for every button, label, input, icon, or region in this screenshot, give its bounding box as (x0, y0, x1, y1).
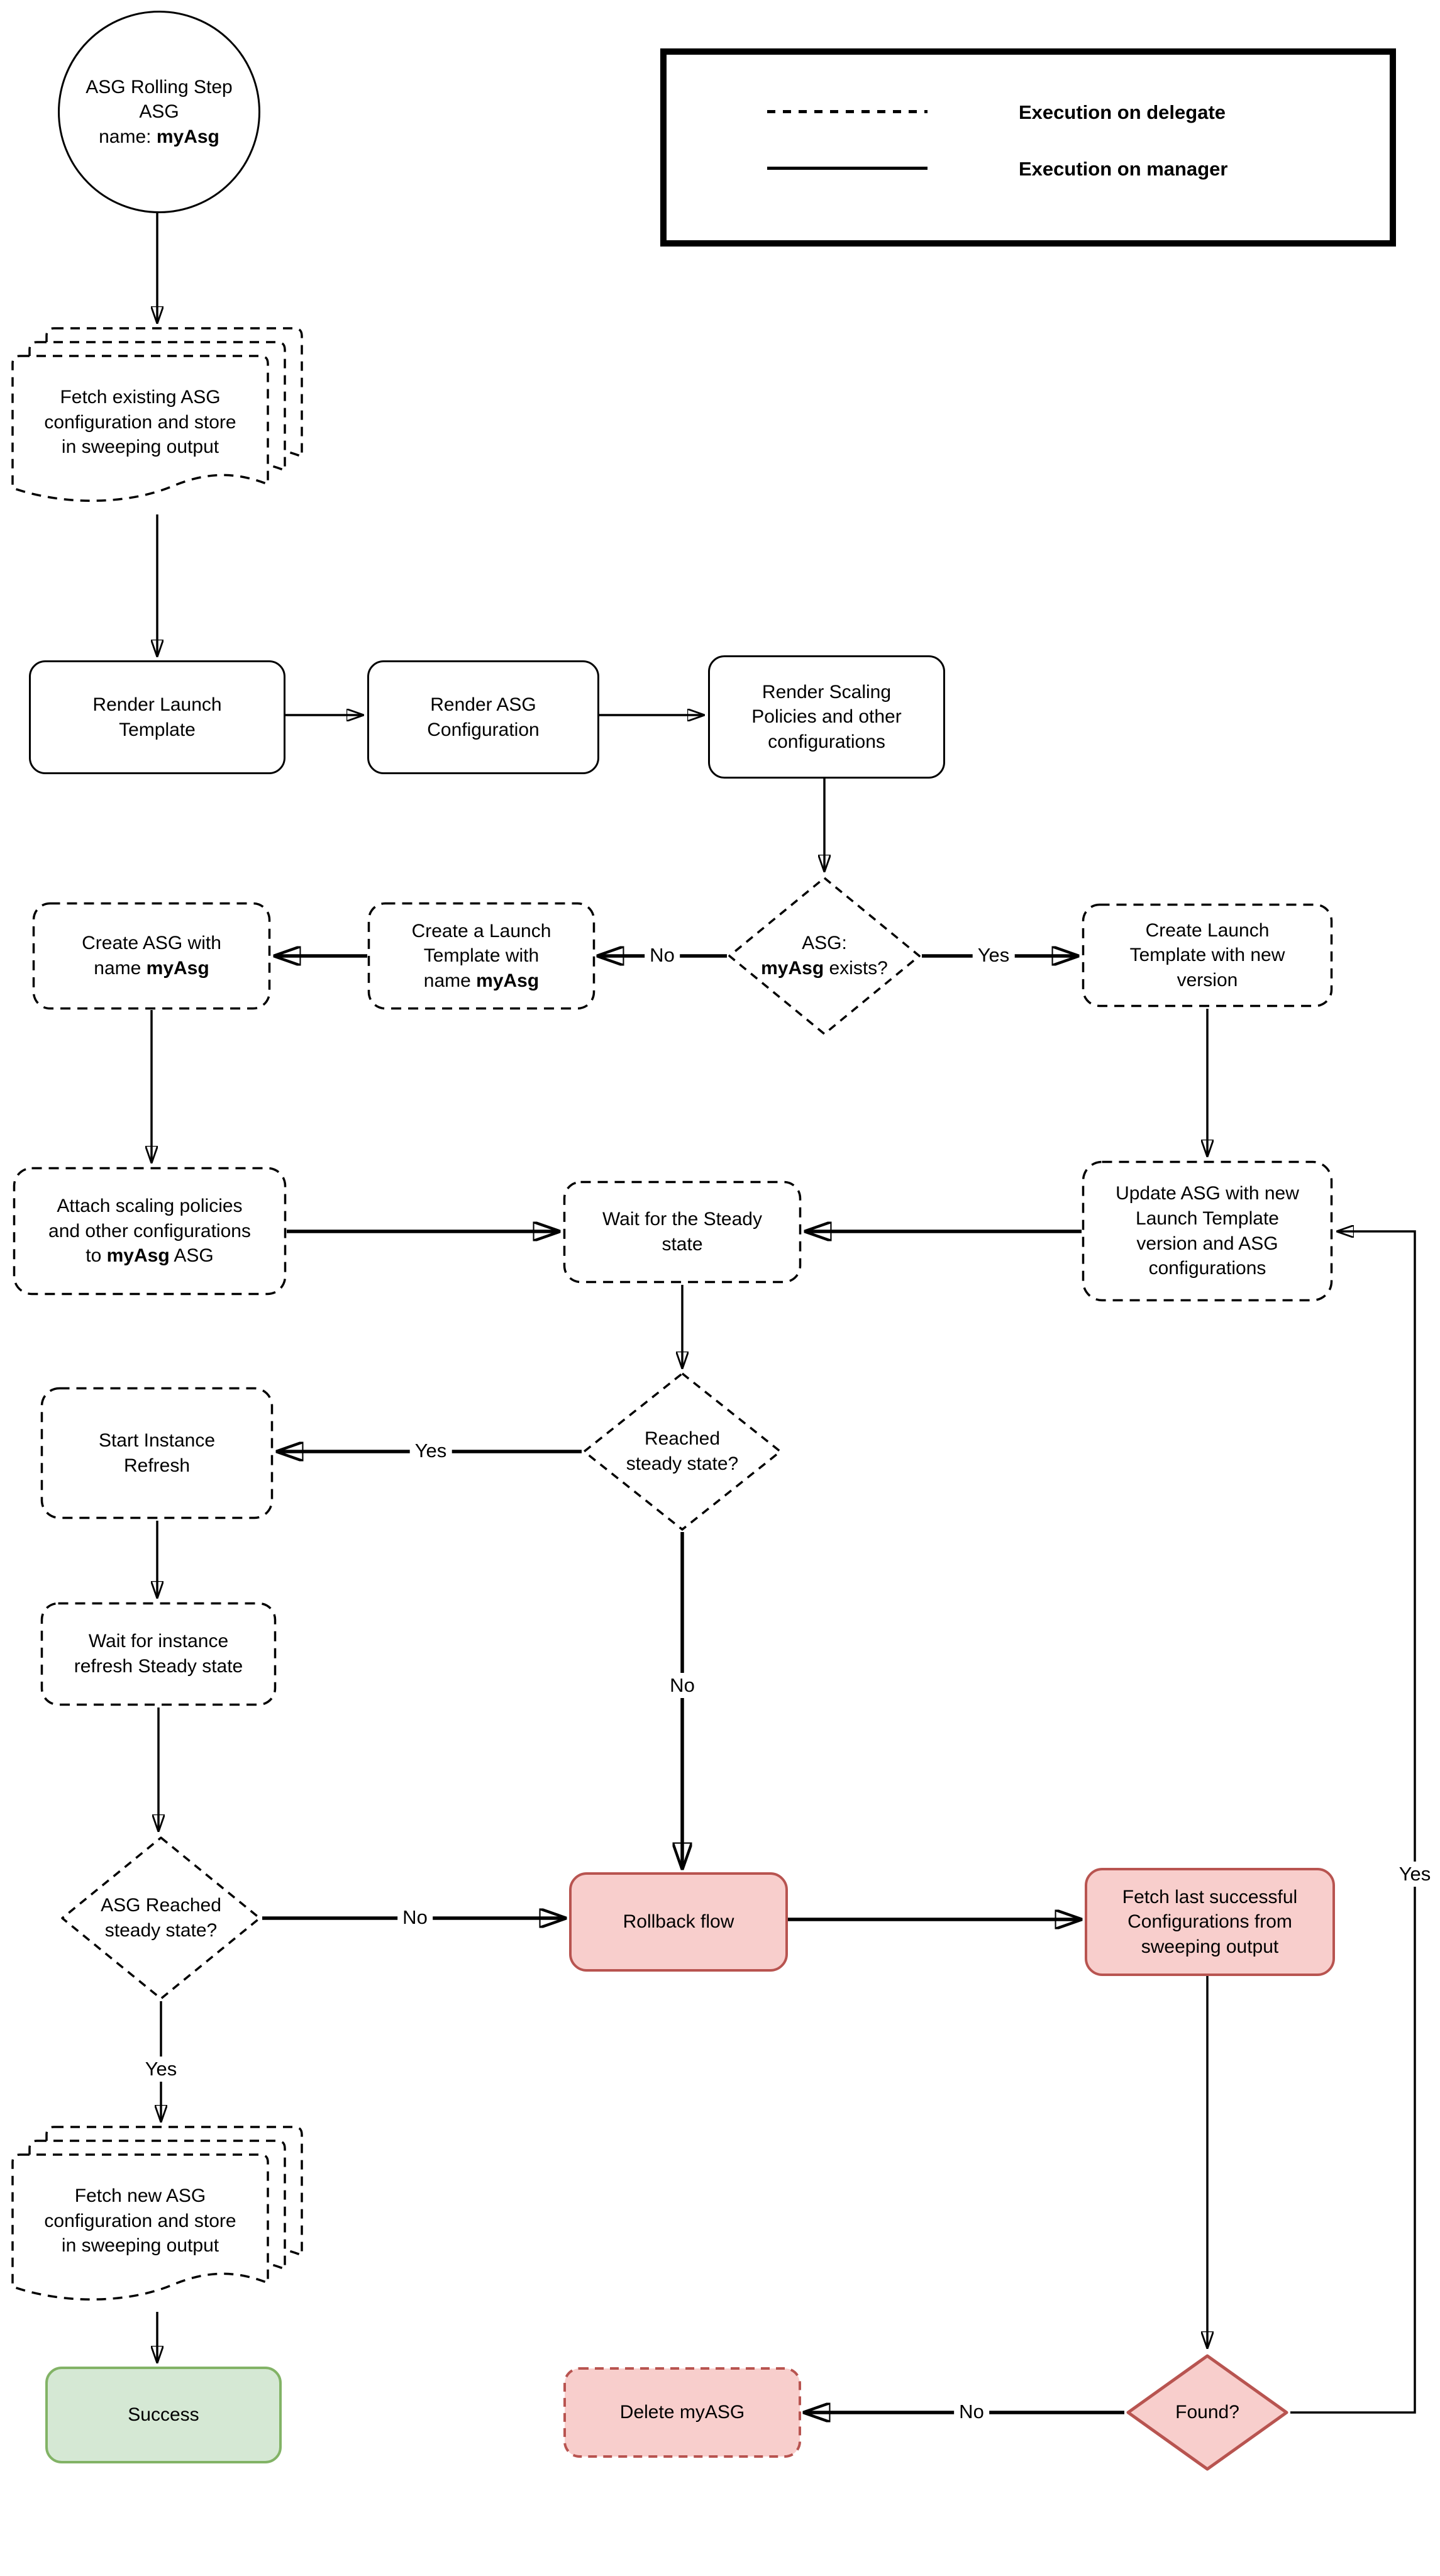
edge-label-asg-reached-yes: Yes (140, 2057, 182, 2082)
legend-row-manager: Execution on manager (667, 149, 1390, 187)
dashed-box-shape (1082, 1160, 1333, 1302)
success-node: Success (45, 2367, 282, 2463)
multi-document-shape (11, 327, 303, 502)
dashed-diamond-shape (61, 1836, 261, 2000)
edge-label-reached-no: No (665, 1673, 700, 1698)
success-label: Success (128, 2404, 199, 2426)
legend-row-delegate: Execution on delegate (667, 92, 1390, 130)
dashed-box-shape (13, 1167, 287, 1296)
rollback-flow-node: Rollback flow (569, 1872, 788, 1972)
dashed-box-shape (1082, 903, 1333, 1008)
multi-document-shape (11, 2126, 303, 2301)
dashed-diamond-shape (583, 1372, 782, 1531)
delete-myasg-node: Delete myASG (563, 2367, 802, 2458)
edge-label-found-yes: Yes (1393, 1862, 1436, 1887)
dashed-box-shape (367, 902, 595, 1010)
found-decision-node: Found? (1124, 2352, 1290, 2473)
legend-label-delegate: Execution on delegate (1019, 101, 1226, 123)
pink-diamond-shape (1126, 2354, 1288, 2471)
edge-found-yes (1290, 1231, 1416, 2414)
legend-label-manager: Execution on manager (1019, 158, 1228, 180)
edge-label-found-no: No (954, 2399, 989, 2424)
legend-dashed-line-sample (767, 110, 928, 113)
rollback-flow-label: Rollback flow (623, 1911, 734, 1933)
dashed-box-shape (32, 902, 271, 1010)
dashed-diamond-shape (728, 877, 921, 1035)
edge-label-asg-reached-no: No (397, 1905, 433, 1930)
legend: Execution on delegate Execution on manag… (660, 48, 1396, 247)
asg-exists-decision-label: ASG:myAsg exists? (761, 933, 888, 979)
asg-exists-decision-node: ASG:myAsg exists? (727, 875, 922, 1036)
delete-myasg-label: Delete myASG (619, 2402, 745, 2423)
edge-label-asg-exists-yes: Yes (972, 943, 1015, 968)
dashed-box-shape (40, 1602, 277, 1706)
edge-label-asg-exists-no: No (645, 943, 680, 968)
legend-solid-line-sample (767, 167, 928, 170)
dashed-box-shape (563, 1180, 802, 1284)
dashed-box-shape (40, 1387, 274, 1519)
found-decision-label: Found? (1175, 2402, 1239, 2423)
edge-label-reached-yes: Yes (409, 1438, 452, 1463)
dashed-red-box-shape (563, 2367, 801, 2458)
